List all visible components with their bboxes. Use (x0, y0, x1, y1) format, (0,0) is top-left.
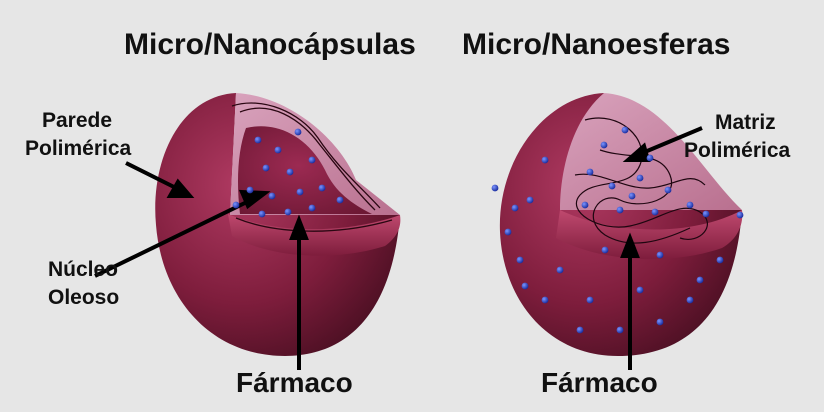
drug-particle (522, 283, 529, 290)
drug-particle (687, 297, 694, 304)
drug-particle (587, 297, 594, 304)
drug-particle (617, 207, 624, 214)
drug-particle (309, 157, 316, 164)
drug-particle (629, 193, 636, 200)
drug-particle (233, 202, 240, 209)
drug-particle (319, 185, 326, 192)
drug-particle (255, 137, 262, 144)
drug-particle (602, 247, 609, 254)
drug-particle (269, 193, 276, 200)
drug-particle (275, 147, 282, 154)
label-drug-right: Fármaco (541, 368, 658, 399)
drug-particle (657, 319, 664, 326)
label-drug-left: Fármaco (236, 368, 353, 399)
label-wall-line1: Parede (42, 109, 112, 132)
drug-particle (652, 209, 659, 216)
label-core-line1: Núcleo (48, 258, 118, 281)
drug-particle (737, 212, 744, 219)
drug-particle (587, 169, 594, 176)
drug-particle (287, 169, 294, 176)
drug-particle (527, 197, 534, 204)
drug-particle (617, 327, 624, 334)
drug-particle (577, 327, 584, 334)
drug-particle (609, 183, 616, 190)
drug-particle (297, 189, 304, 196)
drug-particle (657, 252, 664, 259)
drug-particle (512, 205, 519, 212)
drug-particle (542, 157, 549, 164)
drug-particle (259, 211, 266, 218)
drug-particle (309, 205, 316, 212)
drug-particle (665, 187, 672, 194)
drug-particle (517, 257, 524, 264)
drug-particle (557, 267, 564, 274)
drug-particle (637, 287, 644, 294)
drug-particle (717, 257, 724, 264)
drug-particle (703, 211, 710, 218)
drug-particle (622, 127, 629, 134)
title-nanospheres: Micro/Nanoesferas (462, 28, 730, 61)
drug-particle (285, 209, 292, 216)
drug-particle (542, 297, 549, 304)
drug-particle (637, 175, 644, 182)
label-matrix-line2: Polimérica (684, 139, 790, 162)
drug-particle (247, 187, 254, 194)
drug-particle (697, 277, 704, 284)
drug-particle (295, 129, 302, 136)
label-matrix-line1: Matriz (715, 111, 776, 134)
drug-particle (582, 202, 589, 209)
title-nanocapsules: Micro/Nanocápsulas (124, 28, 416, 61)
drug-particle (492, 185, 499, 192)
nanocapsule (155, 93, 400, 356)
drug-particle (601, 142, 608, 149)
drug-particle (263, 165, 270, 172)
label-wall-line2: Polimérica (25, 137, 131, 160)
drug-particle (337, 197, 344, 204)
drug-particle (647, 155, 654, 162)
drug-particle (505, 229, 512, 236)
drug-particle (687, 202, 694, 209)
nanosphere (500, 93, 742, 356)
label-core-line2: Oleoso (48, 286, 119, 309)
